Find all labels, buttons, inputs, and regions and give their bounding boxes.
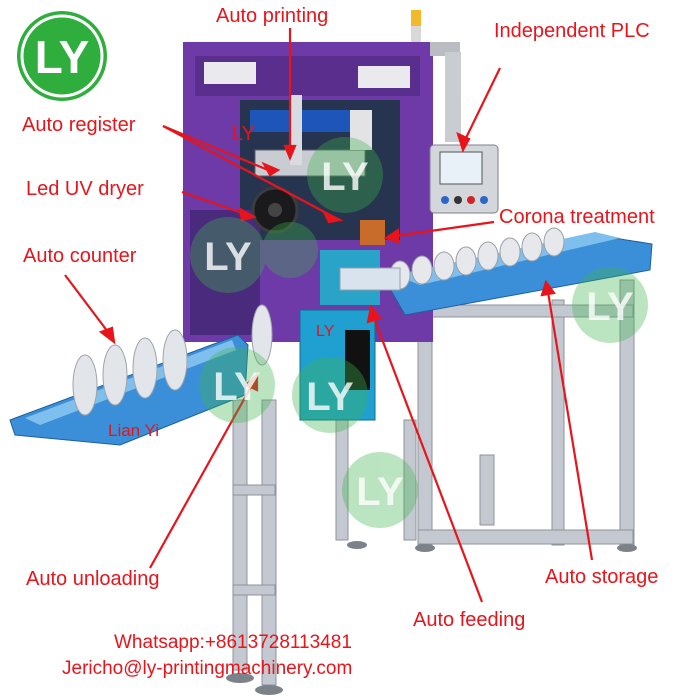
label-auto-feeding: Auto feeding bbox=[413, 609, 526, 631]
label-auto-storage: Auto storage bbox=[545, 566, 659, 588]
arrow-led-uv-dryer bbox=[181, 190, 246, 216]
label-auto-counter: Auto counter bbox=[23, 245, 137, 267]
svg-text:LY: LY bbox=[586, 285, 634, 329]
arrow-auto-storage bbox=[546, 291, 594, 561]
arrow-auto-counter bbox=[64, 274, 109, 333]
svg-text:LY: LY bbox=[321, 155, 369, 199]
svg-text:LY: LY bbox=[213, 365, 261, 409]
feeding-mark-ly: LY bbox=[316, 323, 335, 340]
arrow-auto-register bbox=[162, 124, 269, 172]
frame-feet bbox=[226, 541, 637, 695]
plc-panel bbox=[429, 42, 499, 214]
label-corona-treatment: Corona treatment bbox=[499, 206, 655, 228]
label-led-uv-dryer: Led UV dryer bbox=[26, 178, 144, 200]
label-independent-plc: Independent PLC bbox=[494, 20, 650, 42]
svg-text:LY: LY bbox=[306, 375, 354, 419]
contact-whatsapp: Whatsapp:+8613728113481 bbox=[114, 632, 352, 653]
contact-email: Jericho@ly-printingmachinery.com bbox=[62, 658, 353, 679]
svg-text:LY: LY bbox=[35, 31, 90, 83]
label-auto-unloading: Auto unloading bbox=[26, 568, 160, 590]
arrow-independent-plc bbox=[464, 67, 501, 141]
svg-text:LY: LY bbox=[204, 235, 252, 279]
register-mark-ly: LY bbox=[232, 123, 255, 145]
arrow-auto-feeding bbox=[372, 317, 484, 603]
label-auto-printing: Auto printing bbox=[216, 5, 329, 27]
arrow-corona-treatment bbox=[394, 220, 495, 238]
stored-cups bbox=[339, 227, 565, 291]
ly-watermark-text: LY LY LY LY LY LY bbox=[204, 155, 634, 514]
counted-cups bbox=[72, 304, 273, 416]
label-auto-register: Auto register bbox=[22, 114, 136, 136]
watermark-lian-yi: Lian Yi bbox=[108, 421, 159, 440]
svg-text:LY: LY bbox=[356, 470, 404, 514]
ly-watermarks bbox=[190, 137, 648, 528]
arrow-auto-unloading bbox=[149, 384, 253, 569]
ly-logo: LY bbox=[17, 11, 107, 101]
